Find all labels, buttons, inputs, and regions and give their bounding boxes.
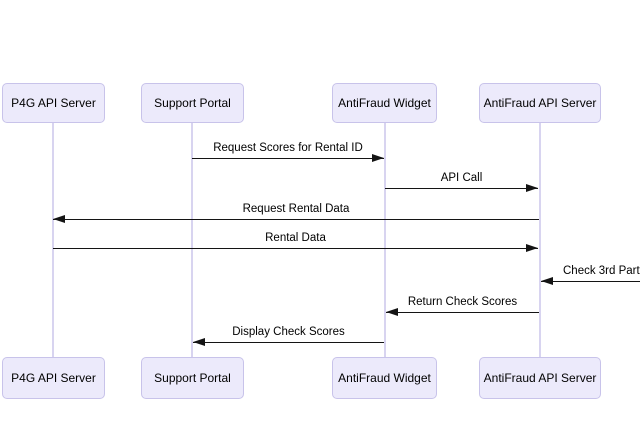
message-line-1 — [385, 188, 538, 190]
lifeline-p4g-api-server — [52, 123, 54, 357]
message-arrowhead-0 — [372, 154, 384, 162]
message-label-5: Return Check Scores — [407, 296, 518, 308]
message-line-4 — [541, 281, 640, 283]
message-line-3 — [53, 248, 538, 250]
actor-box-bottom-antifraud-api-server: AntiFraud API Server — [479, 357, 601, 399]
lifeline-antifraud-api-server — [539, 123, 541, 357]
message-arrowhead-6 — [193, 338, 205, 346]
message-arrowhead-2 — [53, 215, 65, 223]
message-label-2: Request Rental Data — [242, 203, 350, 215]
message-line-0 — [192, 158, 384, 160]
message-arrowhead-3 — [526, 244, 538, 252]
lifeline-support-portal — [191, 123, 193, 357]
message-label-3: Rental Data — [265, 232, 326, 244]
message-label-4: Check 3rd Party — [563, 265, 640, 277]
actor-box-top-antifraud-widget: AntiFraud Widget — [332, 83, 437, 123]
actor-box-bottom-support-portal: Support Portal — [141, 357, 244, 399]
message-line-5 — [386, 312, 539, 314]
message-arrowhead-5 — [386, 308, 398, 316]
actor-box-top-antifraud-api-server: AntiFraud API Server — [479, 83, 601, 123]
message-arrowhead-1 — [526, 184, 538, 192]
message-label-6: Display Check Scores — [232, 326, 345, 338]
message-line-6 — [193, 342, 384, 344]
actor-box-top-support-portal: Support Portal — [141, 83, 244, 123]
message-arrowhead-4 — [541, 277, 553, 285]
actor-box-bottom-p4g-api-server: P4G API Server — [2, 357, 105, 399]
message-label-1: API Call — [440, 172, 483, 184]
actor-box-bottom-antifraud-widget: AntiFraud Widget — [332, 357, 437, 399]
actor-box-top-p4g-api-server: P4G API Server — [2, 83, 105, 123]
message-label-0: Request Scores for Rental ID — [213, 142, 363, 154]
lifeline-antifraud-widget — [384, 123, 386, 357]
message-line-2 — [53, 219, 539, 221]
